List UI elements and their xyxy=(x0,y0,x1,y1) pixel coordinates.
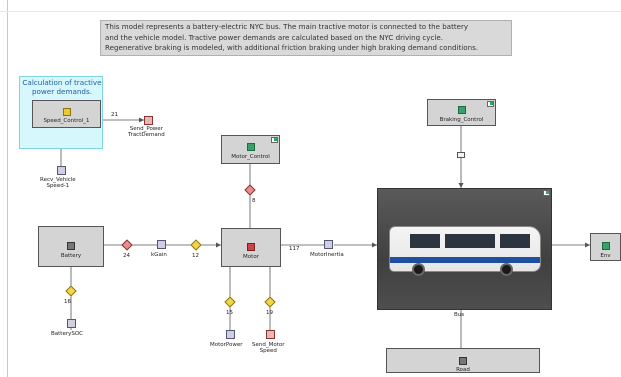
motor-control-icon xyxy=(246,143,255,151)
motor-label: Motor xyxy=(243,254,259,260)
motor-block[interactable]: Motor xyxy=(221,228,281,267)
motor-control-label: Motor_Control xyxy=(231,154,270,160)
note-title: Calculation of tractive power demands. xyxy=(20,78,104,96)
subsystem-badge-icon xyxy=(543,190,550,196)
bus-port-label: Bus xyxy=(454,312,465,318)
send-motor-label-line-2: Speed xyxy=(259,348,277,354)
connection-label-21: 21 xyxy=(111,112,118,118)
speed-control-label: Speed_Control_1 xyxy=(43,118,90,124)
canvas-top-border xyxy=(0,11,621,12)
env-label: Env xyxy=(600,253,611,259)
note-title-line-1: Calculation of tractive xyxy=(22,78,102,87)
road-block[interactable]: Road xyxy=(386,348,540,373)
connection-label-19: 19 xyxy=(266,310,273,316)
motor-inertia-icon[interactable] xyxy=(324,240,333,249)
kgain-icon[interactable] xyxy=(157,240,166,249)
motor-power-label: MotorPower xyxy=(210,342,243,348)
motor-icon xyxy=(247,243,255,251)
description-line-2: and the vehicle model. Tractive power de… xyxy=(105,32,443,42)
battery-label: Battery xyxy=(60,253,82,259)
bus-stripe xyxy=(390,257,540,263)
braking-control-block[interactable]: Braking_Control xyxy=(427,99,496,126)
kgain-label: kGain xyxy=(151,252,167,258)
recv-vehicle-label-line-1: Recv_Vehicle xyxy=(40,177,76,183)
connection-label-24: 24 xyxy=(123,253,130,259)
bus-window xyxy=(500,234,530,248)
connection-label-8: 8 xyxy=(252,198,256,204)
bus-image xyxy=(389,226,541,276)
road-label: Road xyxy=(456,367,470,373)
subsystem-badge-icon xyxy=(271,137,278,143)
recv-vehicle-label-line-2: Speed-1 xyxy=(46,183,70,189)
connection-label-12: 12 xyxy=(192,253,199,259)
battery-icon xyxy=(67,242,75,250)
battery-soc-icon[interactable] xyxy=(67,319,76,328)
env-block[interactable]: Env xyxy=(590,233,621,261)
bus-wheel xyxy=(412,263,425,276)
bus-window xyxy=(410,234,440,248)
speed-control-block[interactable]: Speed_Control_1 xyxy=(32,100,101,128)
speed-control-icon xyxy=(62,108,71,116)
road-icon xyxy=(459,357,467,365)
send-motor-speed-icon[interactable] xyxy=(266,330,275,339)
subsystem-badge-icon xyxy=(487,101,494,107)
motor-power-icon[interactable] xyxy=(226,330,235,339)
send-power-icon[interactable] xyxy=(144,116,153,125)
braking-connector-icon[interactable] xyxy=(457,152,465,158)
send-motor-label-line-1: Send_Motor xyxy=(252,342,285,348)
braking-control-icon xyxy=(457,106,466,114)
connection-label-16: 16 xyxy=(64,299,71,305)
motor-inertia-label: MotorInertia xyxy=(310,252,344,258)
battery-soc-label: BatterySOC xyxy=(51,331,84,337)
bus-wheel xyxy=(500,263,513,276)
send-motor-speed-label: Send_Motor Speed xyxy=(252,342,285,354)
description-line-3: Regenerative braking is modeled, with ad… xyxy=(105,43,479,52)
bus-window xyxy=(445,234,495,248)
model-description: This model represents a battery-electric… xyxy=(100,20,512,56)
battery-block[interactable]: Battery xyxy=(38,226,104,267)
send-power-label-line-2: TractDemand xyxy=(128,132,165,138)
motor-control-block[interactable]: Motor_Control xyxy=(221,135,280,164)
recv-vehicle-speed-icon[interactable] xyxy=(57,166,66,175)
connection-label-117: 117 xyxy=(289,246,300,252)
env-icon xyxy=(601,242,610,250)
send-power-label: Send_Power TractDemand xyxy=(128,126,165,138)
note-title-line-2: power demands. xyxy=(31,86,93,96)
braking-control-label: Braking_Control xyxy=(439,117,484,123)
description-line-1: This model represents a battery-electric… xyxy=(105,22,469,31)
send-power-label-line-1: Send_Power xyxy=(129,126,163,132)
recv-vehicle-speed-label: Recv_Vehicle Speed-1 xyxy=(40,177,76,189)
canvas-left-border xyxy=(7,0,8,377)
connection-label-15: 15 xyxy=(226,310,233,316)
vehicle-block[interactable] xyxy=(377,188,552,310)
